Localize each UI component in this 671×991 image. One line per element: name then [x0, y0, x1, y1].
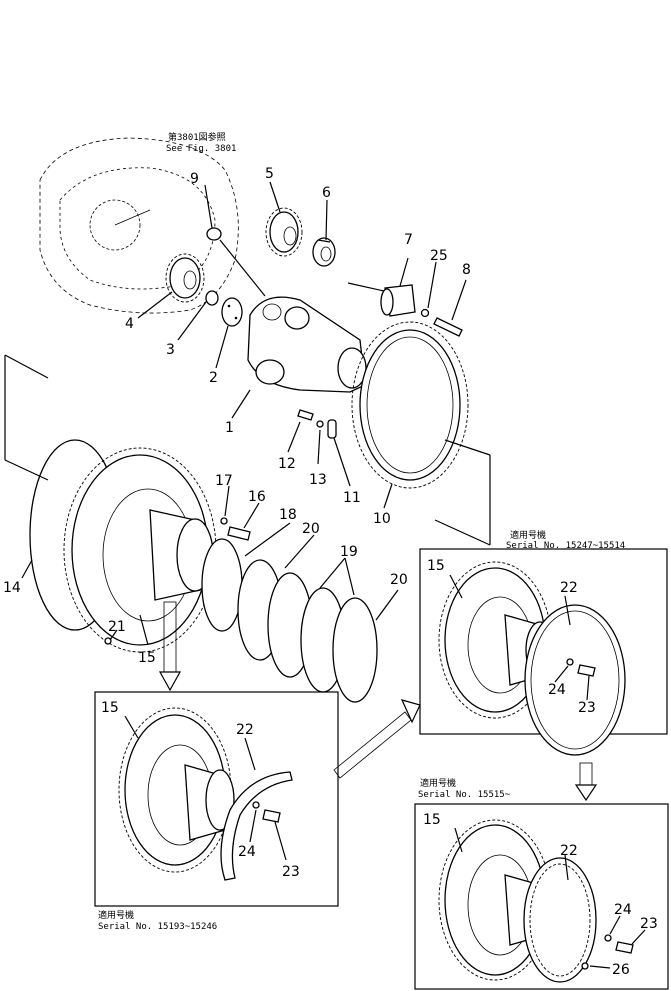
callout-25: 25: [430, 248, 448, 264]
callout-14: 14: [3, 580, 21, 596]
reference-note-en: See Fig. 3801: [166, 144, 236, 154]
callout-lines: [4, 181, 491, 646]
lockplate-part-11: [327, 419, 337, 439]
callout-15-box2: 15: [101, 700, 119, 716]
callout-20a: 20: [302, 521, 320, 537]
serial-jp-lower-right: 適用号機: [420, 777, 456, 789]
callout-3: 3: [166, 342, 175, 358]
callout-16: 16: [248, 489, 266, 505]
gear-part-4: [165, 253, 205, 303]
callout-23-box2: 23: [282, 864, 300, 880]
callout-4: 4: [125, 316, 134, 332]
callout-6: 6: [322, 185, 331, 201]
washer-part-25: [420, 308, 430, 318]
serial-en-right: Serial No. 15247~15514: [506, 541, 625, 551]
callout-10: 10: [373, 511, 391, 527]
callout-21: 21: [108, 619, 126, 635]
bolt-part-12: [297, 409, 314, 421]
arrow-diagonal: [333, 699, 421, 779]
callout-22-box2: 22: [236, 722, 254, 738]
callout-13: 13: [309, 472, 327, 488]
callout-15-box3: 15: [423, 812, 441, 828]
ring-gear-part-10: [351, 321, 469, 489]
callout-8: 8: [462, 262, 471, 278]
pin-part-7: [380, 284, 416, 317]
callout-24-box1: 24: [548, 682, 566, 698]
callout-9: 9: [190, 171, 199, 187]
bearing-part-6: [312, 237, 336, 267]
reference-housing: [39, 137, 239, 314]
variant-box-15193-15246: 15 22 24 23: [94, 691, 339, 907]
callout-20b: 20: [390, 572, 408, 588]
callout-15-box1: 15: [427, 558, 445, 574]
callout-2: 2: [209, 370, 218, 386]
gear-part-5: [265, 207, 303, 257]
callout-15-main: 15: [138, 650, 156, 666]
washer-part-9: [206, 227, 222, 241]
bolt-part-21: [104, 637, 112, 645]
variant-box-15515: 15 22 24 23 26: [414, 803, 669, 990]
callout-17: 17: [215, 473, 233, 489]
callout-19: 19: [340, 544, 358, 560]
callout-12: 12: [278, 456, 296, 472]
washer-part-13: [316, 420, 324, 428]
serial-jp-right: 適用号機: [510, 529, 546, 541]
callout-18: 18: [279, 507, 297, 523]
callout-23-box1: 23: [578, 700, 596, 716]
arrow-down-left: [158, 601, 182, 692]
bolt-part-16: [227, 526, 251, 541]
arrow-down-right: [574, 762, 598, 802]
callout-22-box1: 22: [560, 580, 578, 596]
callout-24-box3: 24: [614, 902, 632, 918]
callout-24-box2: 24: [238, 844, 256, 860]
callout-5: 5: [265, 166, 274, 182]
callout-1: 1: [225, 420, 234, 436]
serial-en-left: Serial No. 15193~15246: [98, 922, 217, 932]
callout-7: 7: [404, 232, 413, 248]
callout-23-box3: 23: [640, 916, 658, 932]
ring-part-18: [201, 538, 243, 632]
callout-numbers-upper: 9 5 6 7 25 8 4 3 2 1 12 13 11 10 17 16 1…: [3, 166, 471, 666]
ring-part-20b: [332, 597, 378, 703]
bolt-part-8: [433, 317, 463, 337]
callout-11: 11: [343, 490, 361, 506]
reference-note-jp: 第3801図参照: [168, 131, 226, 143]
serial-jp-left: 適用号機: [98, 909, 134, 921]
serial-en-lower-right: Serial No. 15515~: [418, 790, 511, 800]
callout-22-box3: 22: [560, 843, 578, 859]
carrier-part-1: [247, 296, 367, 393]
washer-part-17: [220, 517, 228, 525]
callout-26-box3: 26: [612, 962, 630, 978]
variant-box-15247-15514: 15 22 24 23: [419, 548, 668, 756]
washer-part-3: [205, 290, 219, 306]
plate-part-2: [221, 297, 243, 327]
